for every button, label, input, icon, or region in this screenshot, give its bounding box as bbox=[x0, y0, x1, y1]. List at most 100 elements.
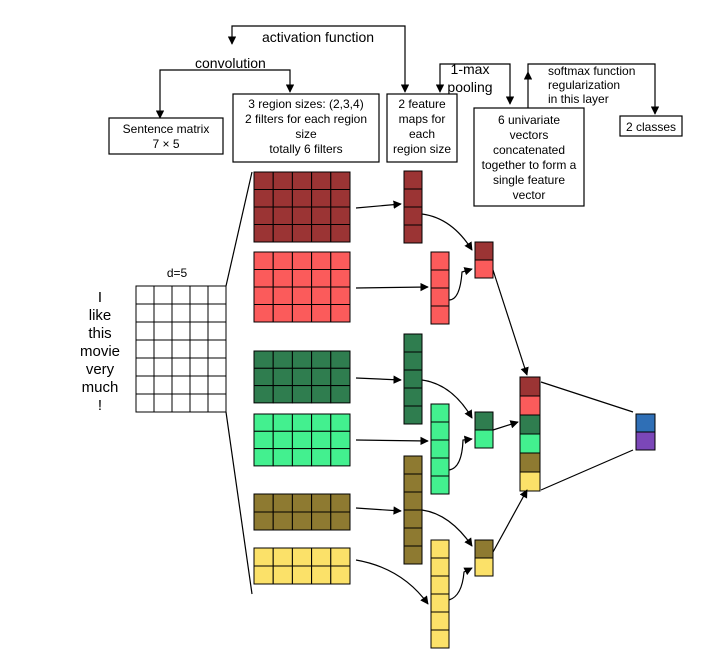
filter-size-4-a-cell bbox=[253, 171, 274, 190]
filter-size-4-b-cell bbox=[291, 251, 313, 270]
sentence-matrix-cell bbox=[207, 375, 227, 395]
filter-size-2-b-cell bbox=[330, 565, 351, 585]
sentence-word: I bbox=[98, 289, 102, 306]
filter-size-2-a-cell bbox=[291, 493, 313, 513]
filter-size-3-b-cell bbox=[311, 448, 332, 467]
univariate-line-5: single feature bbox=[493, 173, 565, 187]
univariate-line-1: 6 univariate bbox=[498, 113, 560, 127]
feature-map-1-cell bbox=[403, 188, 423, 208]
univariate-line-4: together to form a bbox=[482, 158, 577, 172]
feature-map-2-cell bbox=[430, 287, 450, 307]
pooled-cell bbox=[474, 429, 494, 449]
sentence-matrix-cell bbox=[207, 339, 227, 359]
regularization-label: regularization bbox=[548, 78, 620, 92]
sentence-matrix-cell bbox=[153, 321, 173, 341]
filter-size-4-a-cell bbox=[311, 224, 332, 243]
filter-size-3-a-cell bbox=[291, 385, 313, 404]
sentence-matrix-cell bbox=[171, 357, 191, 377]
sentence-matrix-cell bbox=[135, 393, 155, 413]
feature-map-5-cell bbox=[403, 491, 423, 511]
filter-size-3-a-cell bbox=[272, 350, 293, 369]
flow-arrows bbox=[355, 200, 634, 605]
sentence-matrix-cell bbox=[135, 285, 155, 305]
class-1-cell bbox=[635, 413, 656, 433]
sentence-matrix-line-1: Sentence matrix bbox=[123, 122, 210, 136]
filter-size-2-b-cell bbox=[272, 547, 293, 567]
sentence-matrix-cell bbox=[207, 357, 227, 377]
filter-size-4-b-cell bbox=[253, 251, 274, 270]
filter-size-4-b-cell bbox=[253, 286, 274, 305]
filter-size-4-a-cell bbox=[311, 171, 332, 190]
filter-to-map-arrow bbox=[355, 506, 402, 515]
filter-size-3-a-cell bbox=[311, 367, 332, 387]
filter-size-4-a-cell bbox=[253, 189, 274, 208]
filter-size-4-a-cell bbox=[330, 206, 351, 225]
filter-size-3-b-cell bbox=[330, 430, 351, 450]
pooled-values bbox=[474, 241, 494, 577]
sentence-matrix-cell bbox=[189, 375, 209, 395]
filter-size-2-b-cell bbox=[311, 547, 332, 567]
feature-map-2 bbox=[430, 251, 450, 325]
filter-size-3-a bbox=[253, 350, 351, 404]
sentence-matrix-cell bbox=[207, 321, 227, 341]
feature-map-3 bbox=[403, 333, 423, 425]
feature-map-6-cell bbox=[430, 539, 450, 559]
feature-map-6-cell bbox=[430, 593, 450, 613]
filter-size-4-a-cell bbox=[291, 224, 313, 243]
filter-size-3-a-cell bbox=[253, 367, 274, 387]
sentence-matrix-cell bbox=[153, 393, 173, 413]
univariate-line-6: vector bbox=[513, 188, 546, 202]
filter-size-4-a-cell bbox=[253, 224, 274, 243]
classes-box: 2 classes bbox=[619, 115, 683, 137]
region-sizes-line-1: 3 region sizes: (2,3,4) bbox=[248, 97, 363, 111]
feature-maps-line-3: each bbox=[409, 127, 435, 141]
sentence-matrix-cell bbox=[135, 339, 155, 359]
sentence-matrix-cell bbox=[171, 321, 191, 341]
filter-size-4-a-cell bbox=[272, 206, 293, 225]
feature-map-2-cell bbox=[430, 305, 450, 325]
filter-size-4-b-cell bbox=[330, 251, 351, 270]
pooled-cell bbox=[474, 539, 494, 559]
sentence-word: this bbox=[88, 325, 111, 342]
filter-size-2-a-cell bbox=[272, 493, 293, 513]
sentence-matrix bbox=[135, 285, 227, 413]
sentence-matrix-cell bbox=[135, 303, 155, 323]
feature-map-1-cell bbox=[403, 170, 423, 190]
filter-size-3-b-cell bbox=[272, 448, 293, 467]
feature-map-4 bbox=[430, 403, 450, 495]
filter-size-4-b-cell bbox=[253, 304, 274, 323]
filters bbox=[253, 171, 351, 585]
sentence-matrix-cell bbox=[135, 375, 155, 395]
feature-map-3-cell bbox=[403, 333, 423, 353]
activation-connector bbox=[227, 25, 410, 93]
filter-to-map-arrow bbox=[355, 559, 429, 605]
pooled-cell bbox=[474, 241, 494, 261]
feature-map-5 bbox=[403, 455, 423, 565]
filter-size-2-a-cell bbox=[311, 493, 332, 513]
filter-size-4-a-cell bbox=[272, 171, 293, 190]
univariate-vectors-box: 6 univariate vectors concatenated togeth… bbox=[473, 107, 585, 207]
sentence-matrix-cell bbox=[189, 339, 209, 359]
class-2-cell bbox=[635, 431, 656, 451]
sentence-matrix-cell bbox=[207, 303, 227, 323]
feature-map-2-cell bbox=[430, 269, 450, 289]
region-sizes-line-2: 2 filters for each region bbox=[245, 112, 367, 126]
sentence-matrix-cell bbox=[171, 339, 191, 359]
feature-map-6-cell bbox=[430, 575, 450, 595]
filter-size-3-b-cell bbox=[311, 413, 332, 432]
sentence-matrix-cell bbox=[153, 357, 173, 377]
filter-size-4-b-cell bbox=[330, 269, 351, 288]
concat-to-output-line bbox=[540, 449, 634, 491]
filter-size-4-b-cell bbox=[330, 304, 351, 323]
filter-size-4-b-cell bbox=[272, 304, 293, 323]
feature-map-4-cell bbox=[430, 403, 450, 423]
filter-size-4-b-cell bbox=[311, 304, 332, 323]
sentence-matrix-cell bbox=[171, 285, 191, 305]
sentence-word: much bbox=[82, 379, 119, 396]
pooling-label: pooling bbox=[447, 79, 492, 95]
filter-size-3-a-cell bbox=[330, 385, 351, 404]
sentence-word: ! bbox=[98, 397, 102, 414]
filter-size-3-a-cell bbox=[253, 350, 274, 369]
feature-map-3-cell bbox=[403, 387, 423, 407]
